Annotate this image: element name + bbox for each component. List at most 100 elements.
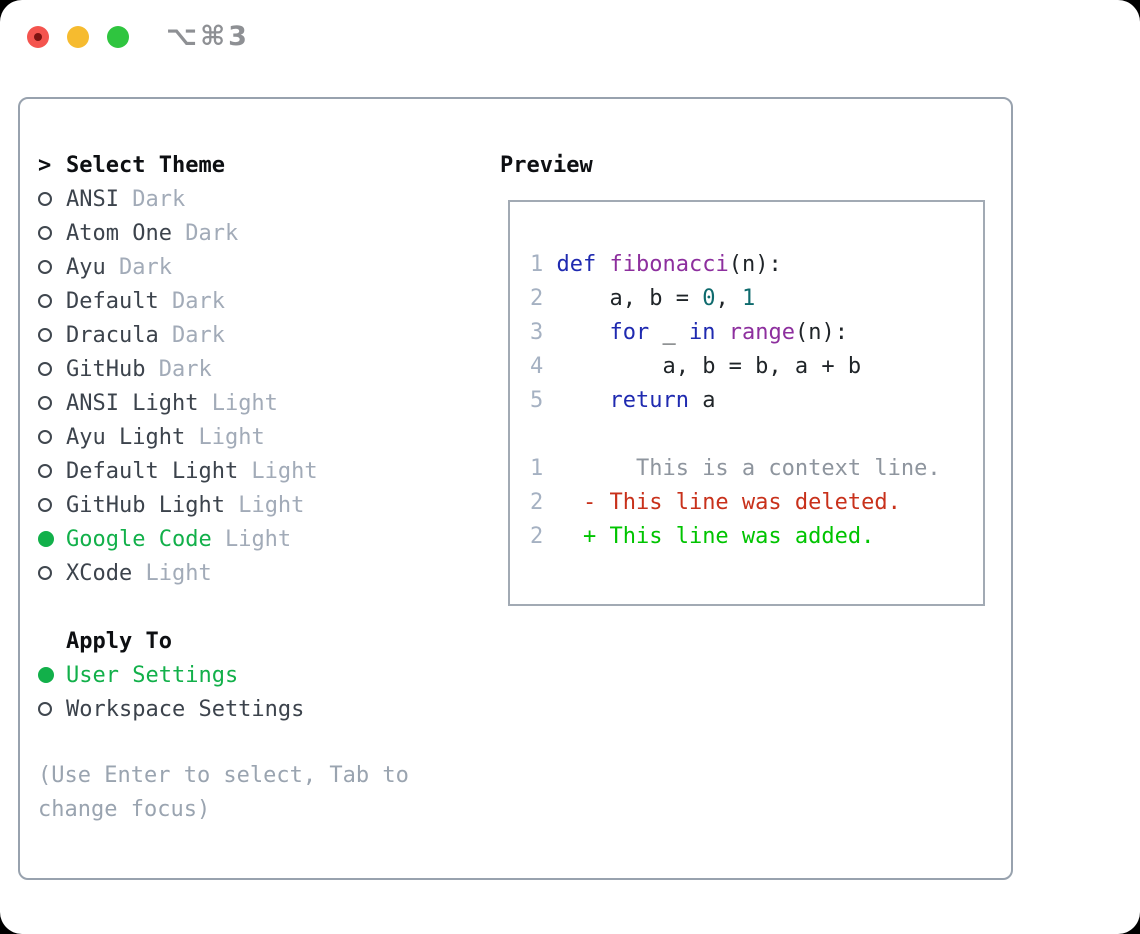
preview-line: 4 a, b = b, a + b <box>530 350 983 384</box>
code-segment-literal: 1 <box>741 286 756 311</box>
theme-name: Atom One <box>66 220 172 246</box>
radio-icon <box>38 226 52 240</box>
code-segment-plain <box>543 320 609 345</box>
prompt-caret-icon: > <box>38 152 52 178</box>
radio-selected-icon <box>38 667 54 683</box>
code-segment-plain <box>596 252 609 277</box>
radio-icon <box>38 362 52 376</box>
close-button[interactable] <box>27 26 49 48</box>
theme-name: Dracula <box>66 322 159 348</box>
theme-variant-tag: Dark <box>145 356 212 382</box>
minimize-button[interactable] <box>67 26 89 48</box>
theme-name: GitHub Light <box>66 492 225 518</box>
theme-name: Google Code <box>66 526 212 552</box>
theme-name: Ayu <box>66 254 106 280</box>
preview-line: 1 def fibonacci(n): <box>530 248 983 282</box>
theme-variant-tag: Dark <box>171 220 239 246</box>
preview-line: 1 This is a context line. <box>530 452 983 486</box>
preview-line: 3 for _ in range(n): <box>530 316 983 350</box>
code-segment-plain: _ <box>649 320 689 345</box>
code-segment-plain <box>715 320 728 345</box>
radio-icon <box>38 498 52 512</box>
theme-item-ansi-light[interactable]: ANSI Light Light <box>38 386 318 420</box>
line-number: 4 <box>530 354 544 379</box>
apply-to-heading: Apply To <box>38 624 304 658</box>
theme-item-ayu[interactable]: Ayu Dark <box>38 250 318 284</box>
code-segment-context: This is a context line. <box>543 456 941 481</box>
code-segment-plain <box>543 388 609 413</box>
code-segment-keyword: def <box>556 252 597 277</box>
theme-name: GitHub <box>66 356 146 382</box>
apply-to-heading-label: Apply To <box>66 628 172 654</box>
theme-item-github[interactable]: GitHub Dark <box>38 352 318 386</box>
line-number: 3 <box>530 320 544 345</box>
code-segment-keyword: for <box>609 320 650 345</box>
apply-option-label: Workspace Settings <box>66 696 305 722</box>
code-segment-function: fibonacci <box>609 252 729 277</box>
theme-variant-tag: Light <box>224 492 305 518</box>
window-title: ⌥⌘3 <box>166 21 250 52</box>
radio-icon <box>38 260 52 274</box>
preview-line <box>530 418 983 452</box>
theme-variant-tag: Dark <box>158 322 225 348</box>
theme-item-github-light[interactable]: GitHub Light Light <box>38 488 318 522</box>
code-segment-deleted: - This line was deleted. <box>543 490 901 515</box>
select-theme-heading-label: Select Theme <box>66 152 225 178</box>
line-number: 2 <box>530 524 544 549</box>
theme-name: ANSI <box>66 186 119 212</box>
theme-variant-tag: Dark <box>105 254 172 280</box>
radio-icon <box>38 294 52 308</box>
radio-icon <box>38 396 52 410</box>
theme-item-default-light[interactable]: Default Light Light <box>38 454 318 488</box>
radio-icon <box>38 430 52 444</box>
zoom-button[interactable] <box>107 26 129 48</box>
code-segment-added: + This line was added. <box>543 524 875 549</box>
theme-variant-tag: Dark <box>118 186 186 212</box>
code-segment-plain: (n): <box>794 320 848 345</box>
theme-variant-tag: Light <box>238 458 318 484</box>
code-segment-plain <box>543 252 556 277</box>
preview-line: 2 a, b = 0, 1 <box>530 282 983 316</box>
radio-selected-icon <box>38 531 54 547</box>
code-segment-plain: a, b = b, a + b <box>543 354 862 379</box>
theme-variant-tag: Light <box>132 560 212 586</box>
code-segment-plain: , <box>715 286 742 311</box>
theme-variant-tag: Light <box>198 390 278 416</box>
preview-heading: Preview <box>500 152 593 178</box>
traffic-lights <box>27 26 129 48</box>
line-number: 2 <box>530 490 544 515</box>
code-segment-plain: a, b = <box>543 286 703 311</box>
code-segment-plain: a <box>688 388 716 413</box>
theme-item-xcode[interactable]: XCode Light <box>38 556 318 590</box>
apply-option-workspace-settings[interactable]: Workspace Settings <box>38 692 304 726</box>
code-segment-keyword: return <box>609 388 689 413</box>
theme-item-google-code[interactable]: Google Code Light <box>38 522 318 556</box>
radio-icon <box>38 464 52 478</box>
theme-item-atom-one[interactable]: Atom One Dark <box>38 216 318 250</box>
code-segment-literal: 0 <box>702 286 716 311</box>
select-theme-heading: > Select Theme <box>38 148 318 182</box>
theme-variant-tag: Light <box>211 526 292 552</box>
theme-name: Default <box>66 288 159 314</box>
apply-option-user-settings[interactable]: User Settings <box>38 658 304 692</box>
apply-option-label: User Settings <box>66 662 239 688</box>
theme-item-ayu-light[interactable]: Ayu Light Light <box>38 420 318 454</box>
theme-item-dracula[interactable]: Dracula Dark <box>38 318 318 352</box>
code-segment-function: range <box>728 320 795 345</box>
theme-item-default[interactable]: Default Dark <box>38 284 318 318</box>
theme-name: ANSI Light <box>66 390 199 416</box>
theme-name: Ayu Light <box>66 424 186 450</box>
line-number: 1 <box>530 456 544 481</box>
line-number: 1 <box>530 252 544 277</box>
code-segment-plain: (n): <box>728 252 782 277</box>
code-segment-keyword: in <box>688 320 716 345</box>
preview-line: 2 - This line was deleted. <box>530 486 983 520</box>
theme-item-ansi[interactable]: ANSI Dark <box>38 182 318 216</box>
theme-name: Default Light <box>66 458 239 484</box>
